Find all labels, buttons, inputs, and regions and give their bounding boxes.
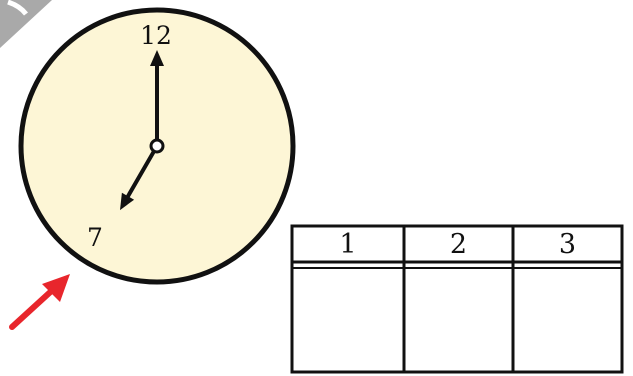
hour-hand-arrowhead: [120, 192, 135, 211]
numeral-7: 7: [87, 223, 103, 252]
corner-badge: [0, 0, 52, 48]
table-header-2: 2: [449, 228, 468, 260]
corner-badge-mark: [7, 0, 28, 16]
numeral-12: 12: [140, 21, 172, 50]
clock-center-pivot: [149, 138, 165, 154]
answer-table: [290, 224, 624, 374]
table-cell-3[interactable]: [515, 270, 620, 370]
table-header-3: 3: [558, 228, 577, 260]
minute-hand-arrowhead: [150, 50, 164, 66]
clock: 12 7: [18, 7, 296, 285]
table-cell-1[interactable]: [294, 270, 402, 370]
table-cell-2[interactable]: [406, 270, 511, 370]
table-header-1: 1: [339, 228, 357, 260]
red-arrow-icon: [9, 274, 70, 330]
hour-hand: [126, 144, 159, 199]
